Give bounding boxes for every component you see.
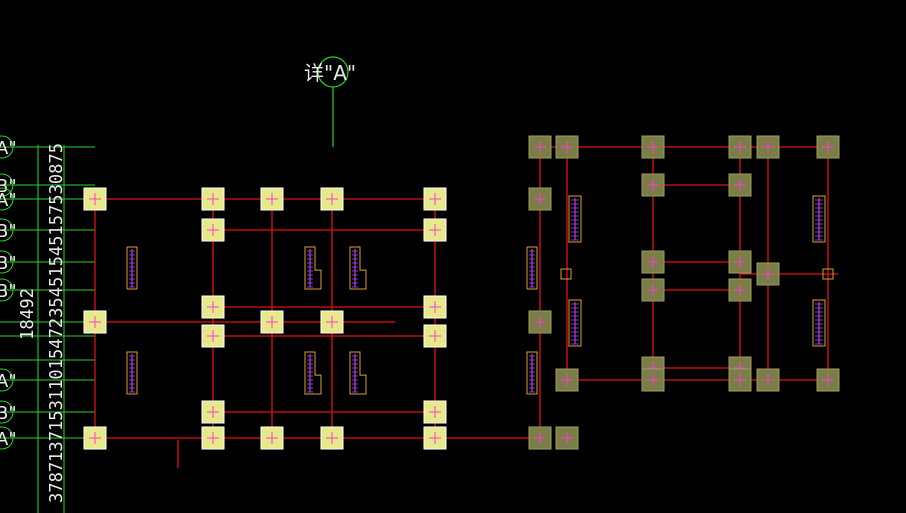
axis-bubble (0, 250, 14, 274)
wall-segment (568, 299, 582, 347)
axis-bubble (0, 135, 14, 159)
column-markers (83, 135, 840, 450)
column (260, 310, 284, 334)
axis-label: B" (0, 176, 17, 197)
axis-bubble (0, 368, 14, 392)
column (528, 426, 552, 450)
column (201, 324, 225, 348)
axis-label: B" (0, 253, 17, 274)
axis-label: A" (0, 138, 17, 159)
column (555, 368, 579, 392)
column (641, 173, 665, 197)
column (528, 187, 552, 211)
wall-outline (526, 351, 538, 395)
detail-label: 详"A" (304, 61, 356, 85)
column (756, 368, 780, 392)
column (423, 295, 447, 319)
wall-outline (349, 351, 367, 395)
wall-segment (304, 351, 322, 395)
wall-outline (812, 195, 826, 243)
wall-segment (304, 246, 322, 290)
wall-segment (812, 299, 826, 347)
dimension-string-main: 37871371531101547235451545157530875 (46, 143, 67, 503)
column (201, 295, 225, 319)
wall-segment (568, 195, 582, 243)
detail-marker[interactable]: 详"A" (304, 56, 356, 147)
column (423, 218, 447, 242)
column (555, 135, 579, 159)
wall-outline (526, 246, 538, 290)
wall-segment (349, 351, 367, 395)
column (728, 278, 752, 302)
column (555, 426, 579, 450)
axis-bubble (0, 278, 14, 302)
wall-outline (812, 299, 826, 347)
axis-bubble (0, 400, 14, 424)
axis-label: A" (0, 190, 17, 211)
axis-bubbles: A"B"A"B"B"B"A"B"A" (0, 135, 17, 450)
column (201, 187, 225, 211)
wall-outline (126, 246, 138, 290)
column (260, 426, 284, 450)
axis-bubble (0, 173, 14, 197)
column (641, 135, 665, 159)
axis-grid-lines (0, 145, 95, 513)
column (83, 426, 107, 450)
column (641, 278, 665, 302)
wall-segment (349, 246, 367, 290)
wall-segments (126, 195, 826, 395)
column (423, 187, 447, 211)
column (320, 187, 344, 211)
axis-label: A" (0, 371, 17, 392)
column (728, 173, 752, 197)
wall-outline (568, 299, 582, 347)
wall-outline (349, 246, 367, 290)
column (423, 400, 447, 424)
wall-segment (126, 351, 138, 395)
wall-outline (126, 351, 138, 395)
column (728, 250, 752, 274)
column (423, 426, 447, 450)
column (816, 135, 840, 159)
wall-segment (526, 351, 538, 395)
axis-label: B" (0, 403, 17, 424)
column (320, 426, 344, 450)
column (83, 310, 107, 334)
wall-outline (304, 351, 322, 395)
column (201, 426, 225, 450)
column (423, 324, 447, 348)
column (756, 262, 780, 286)
dimension-string-total: 18492 (17, 288, 38, 340)
column (728, 135, 752, 159)
wall-segment (526, 246, 538, 290)
wall-outline (568, 195, 582, 243)
wall-segment (812, 195, 826, 243)
axis-bubble (0, 426, 14, 450)
axis-label: A" (0, 429, 17, 450)
column (260, 187, 284, 211)
column (528, 135, 552, 159)
small-marker (560, 268, 572, 280)
axis-bubble (0, 218, 14, 242)
column (320, 310, 344, 334)
wall-outline (304, 246, 322, 290)
column (816, 368, 840, 392)
column (83, 187, 107, 211)
column (728, 368, 752, 392)
column (641, 250, 665, 274)
column (201, 218, 225, 242)
column (641, 368, 665, 392)
axis-bubble (0, 187, 14, 211)
wall-segment (126, 246, 138, 290)
small-marker (822, 268, 834, 280)
column (201, 400, 225, 424)
axis-label: B" (0, 221, 17, 242)
column (756, 135, 780, 159)
column (528, 310, 552, 334)
axis-label: B" (0, 281, 17, 302)
